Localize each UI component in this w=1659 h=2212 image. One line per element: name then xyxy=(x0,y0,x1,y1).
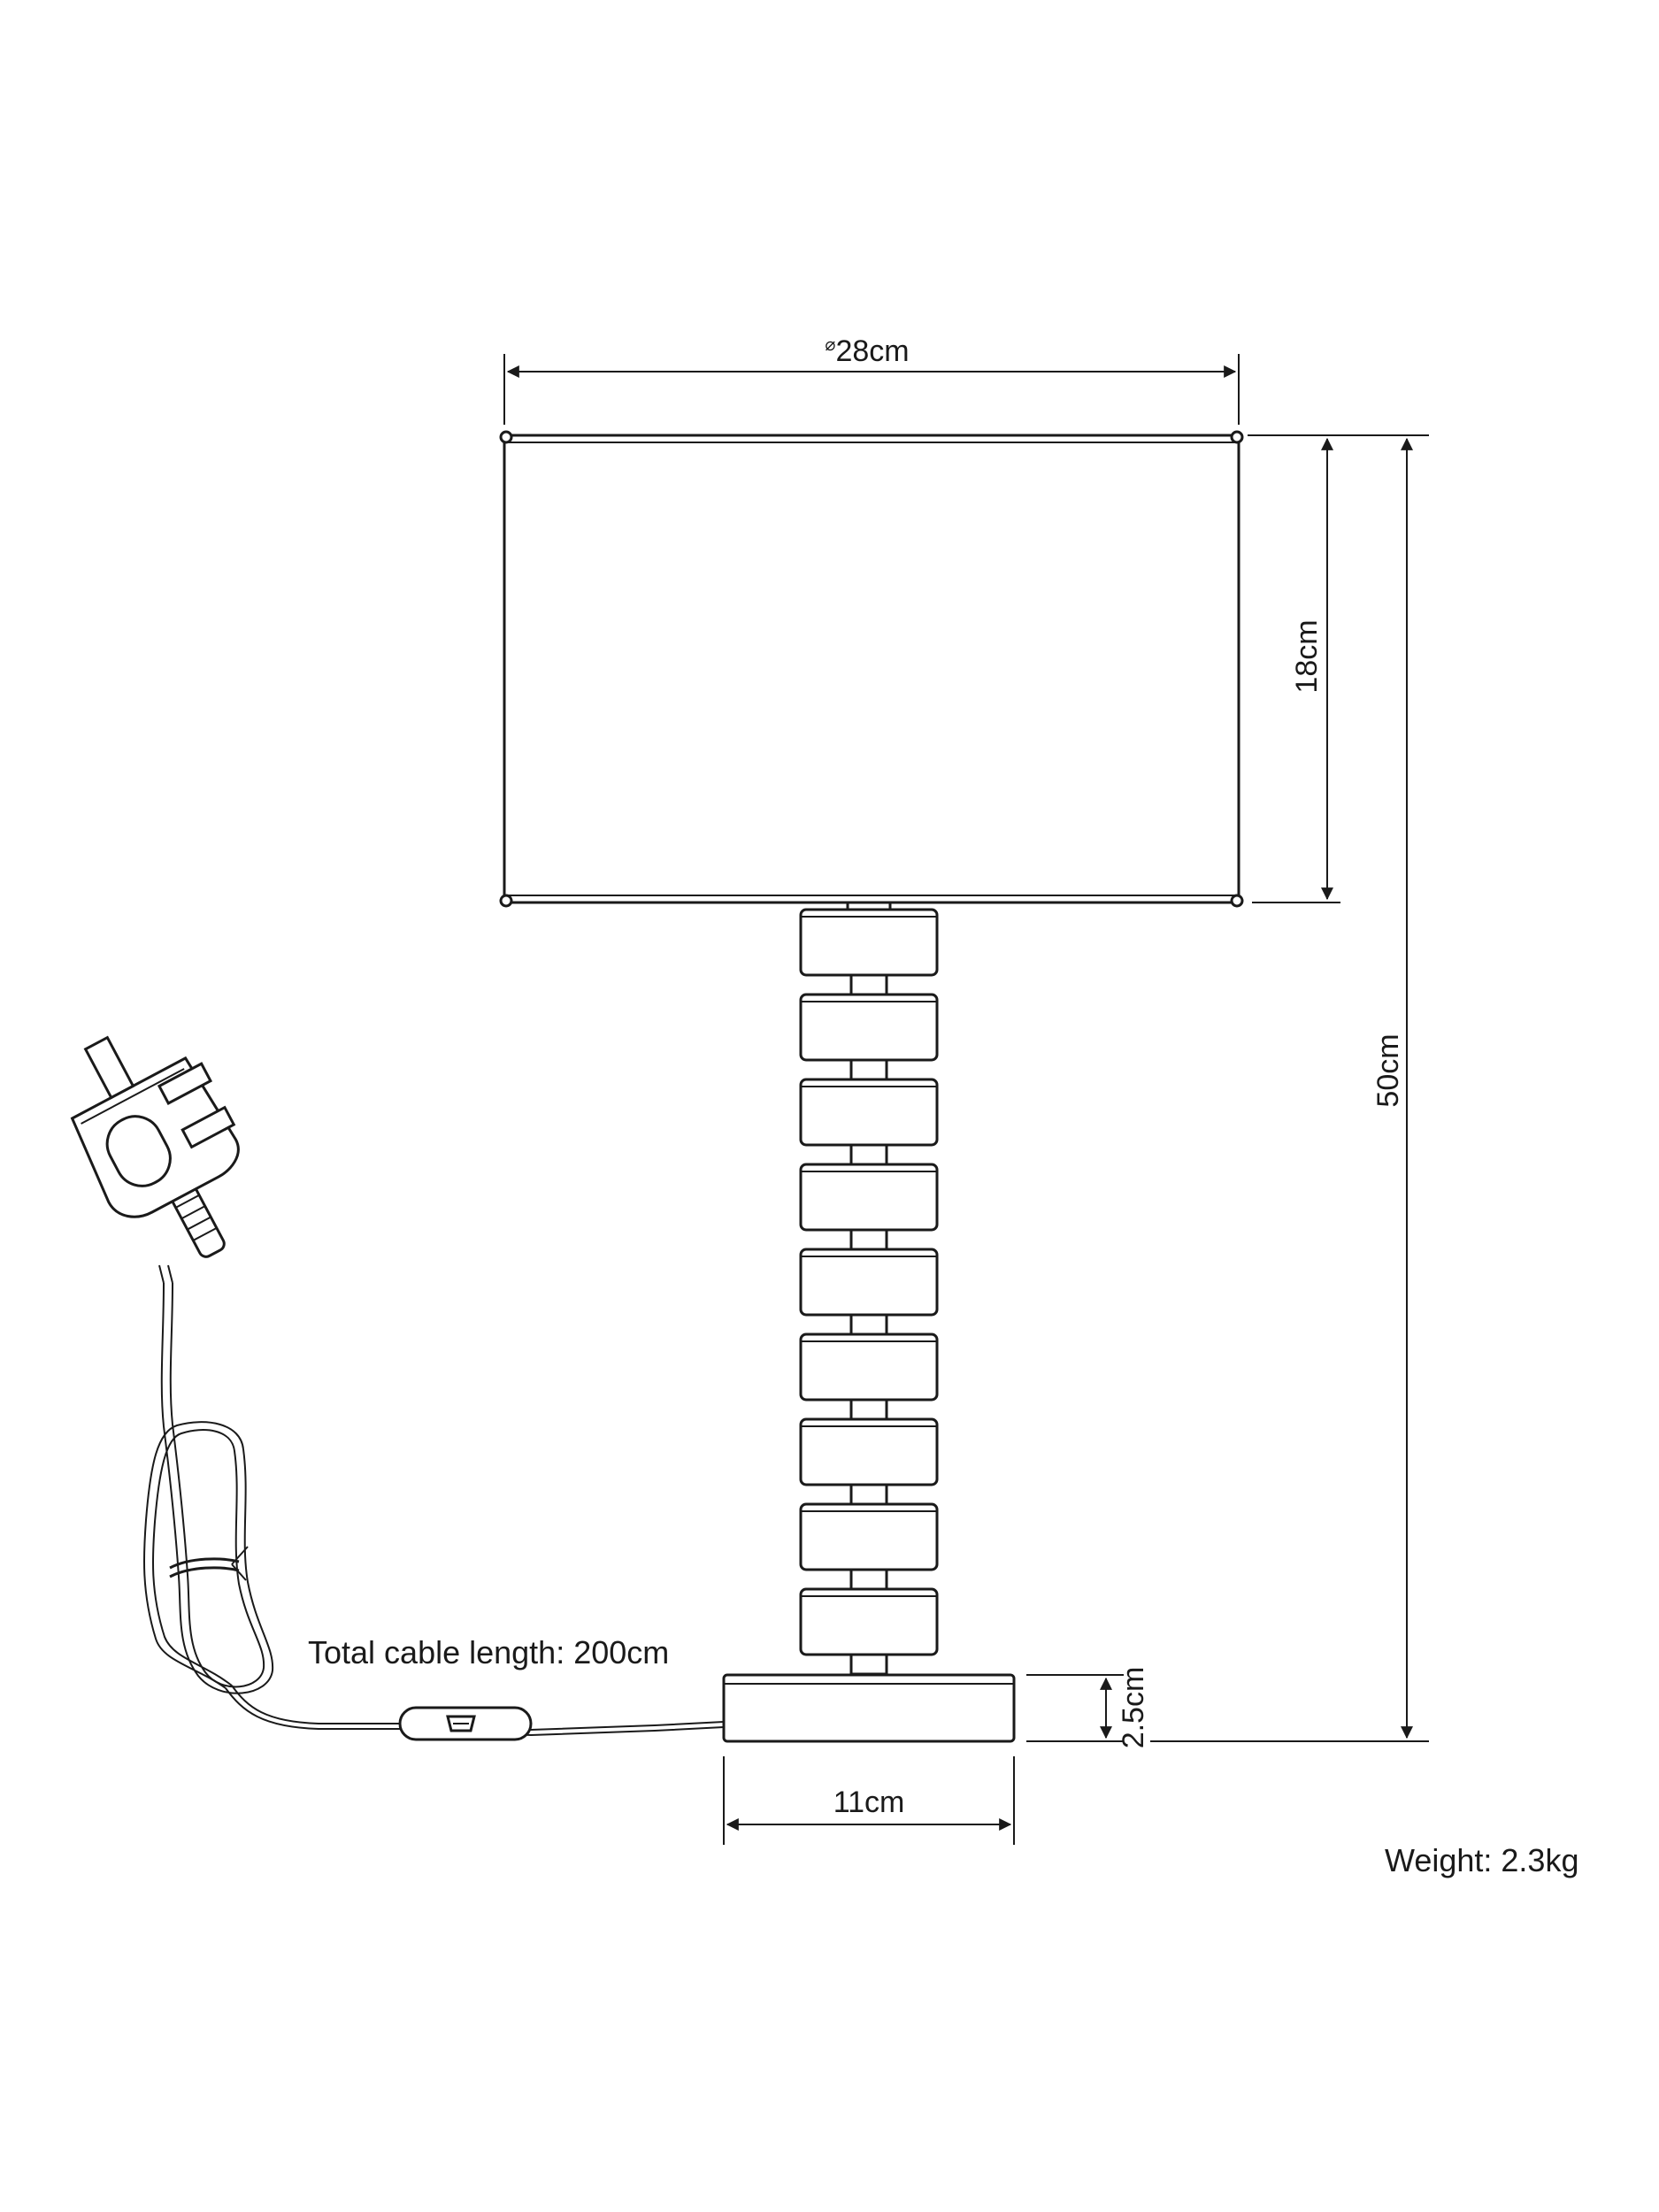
uk-plug-icon xyxy=(70,1035,240,1258)
stem-disc xyxy=(799,908,939,977)
base-height-label: 2.5cm xyxy=(1117,1667,1150,1749)
dimension-shade-diameter: ⌀28cm xyxy=(503,334,1240,425)
base-width-label: 11cm xyxy=(833,1786,905,1819)
stem-connector xyxy=(849,1313,888,1336)
svg-text:⌀28cm: ⌀28cm xyxy=(825,334,909,368)
stem-disc xyxy=(799,1078,939,1147)
lamp-stem xyxy=(799,901,939,1676)
stem-disc xyxy=(799,1333,939,1402)
lamp-shade xyxy=(499,430,1244,908)
stem-disc xyxy=(799,1502,939,1571)
cable-length-note: Total cable length: 200cm xyxy=(308,1634,669,1671)
stem-connector xyxy=(849,1653,888,1676)
stem-disc xyxy=(799,1163,939,1232)
dimension-total-height: 50cm xyxy=(1150,434,1429,1742)
inline-switch-icon xyxy=(398,1706,533,1741)
stem-connector xyxy=(849,1398,888,1421)
stem-disc xyxy=(799,1248,939,1317)
stem-connector xyxy=(849,1228,888,1251)
dimension-base-height: 2.5cm xyxy=(1026,1667,1150,1749)
stem-connector xyxy=(849,973,888,996)
stem-connector xyxy=(849,1143,888,1166)
dimension-shade-height: 18cm xyxy=(1252,434,1340,903)
stem-disc xyxy=(799,1417,939,1486)
stem-connector xyxy=(849,1483,888,1506)
dimension-base-width: 11cm xyxy=(723,1756,1015,1845)
shade-height-label: 18cm xyxy=(1290,619,1324,693)
weight-note: Weight: 2.3kg xyxy=(1385,1842,1578,1878)
stem-disc xyxy=(799,1587,939,1656)
shade-diameter-label: 28cm xyxy=(835,334,909,368)
power-cable xyxy=(142,1264,725,1737)
total-height-label: 50cm xyxy=(1371,1033,1405,1107)
lamp-base xyxy=(722,1673,1016,1743)
stem-connector xyxy=(849,1058,888,1081)
stem-disc xyxy=(799,993,939,1062)
diameter-symbol: ⌀ xyxy=(825,335,835,355)
stem-connector xyxy=(849,1568,888,1591)
